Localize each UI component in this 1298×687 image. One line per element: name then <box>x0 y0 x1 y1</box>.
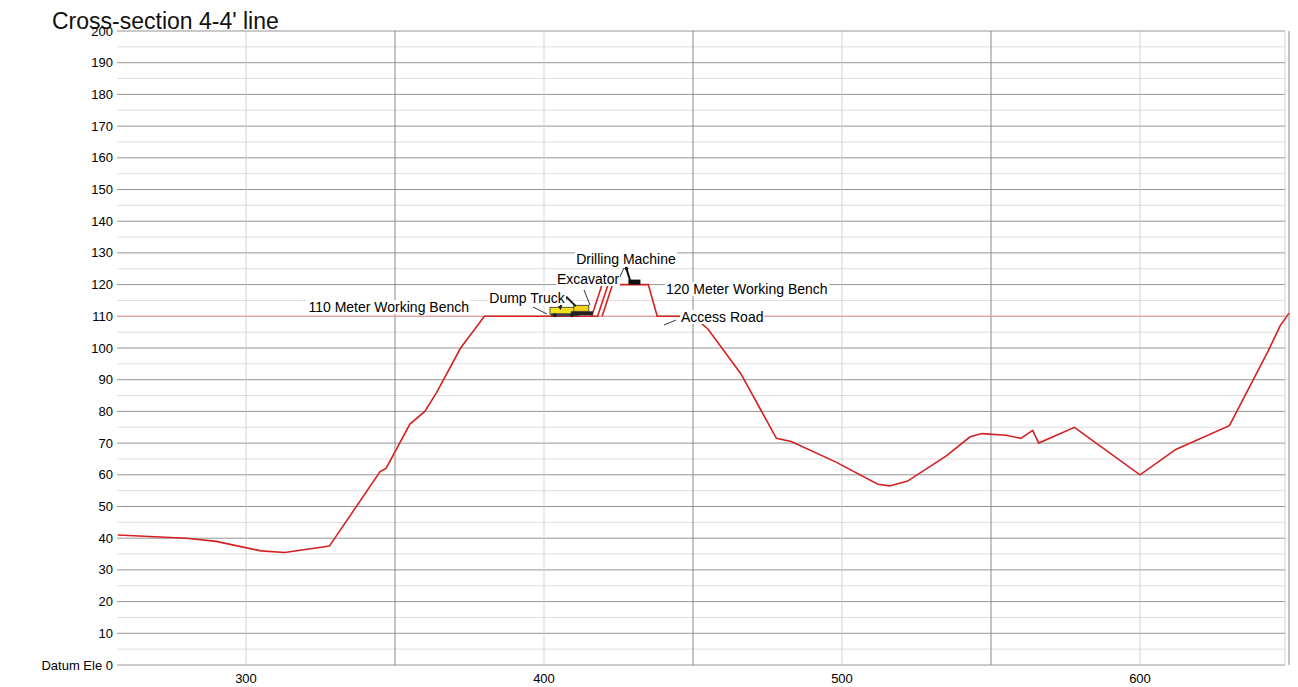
axis-tick-label: 600 <box>1129 672 1151 685</box>
axis-tick-label: 140 <box>91 215 113 228</box>
grid-line <box>117 363 1285 364</box>
grid-line <box>117 522 1285 523</box>
excavator <box>571 311 593 315</box>
grid-line <box>117 538 1285 539</box>
leader-line <box>584 290 590 305</box>
axis-tick-label: 190 <box>91 56 113 69</box>
grid-line <box>246 31 247 665</box>
drilling-mast <box>625 267 629 271</box>
dump-truck <box>553 313 557 317</box>
grid-line <box>117 31 1285 32</box>
grid-line <box>117 395 1285 396</box>
callout-label: Excavator <box>556 272 620 286</box>
callout-label: 120 Meter Working Bench <box>665 282 829 296</box>
grid-line <box>117 300 1285 301</box>
axis-tick-label: 500 <box>831 672 853 685</box>
axis-tick-label: 160 <box>91 151 113 164</box>
grid-line <box>117 268 1285 269</box>
grid-line <box>117 78 1285 79</box>
grid-line <box>117 221 1285 222</box>
grid-line <box>117 126 1285 127</box>
grid-line <box>395 31 396 665</box>
axis-tick-label: 30 <box>99 563 113 576</box>
grid-line <box>117 348 1285 349</box>
grid-line <box>117 443 1285 444</box>
grid-line <box>117 141 1285 142</box>
grid-line <box>693 31 694 665</box>
grid-line <box>1289 31 1290 665</box>
grid-line <box>117 601 1285 602</box>
grid-line <box>117 94 1285 95</box>
axis-tick-label: 130 <box>91 246 113 259</box>
grid-line <box>117 665 1285 666</box>
axis-tick-label: 50 <box>99 500 113 513</box>
grid-line <box>117 633 1285 634</box>
axis-tick-label: 180 <box>91 88 113 101</box>
grid-line <box>117 617 1285 618</box>
grid-line <box>117 252 1285 253</box>
grid-line <box>117 237 1285 238</box>
axis-tick-label: 150 <box>91 183 113 196</box>
axis-tick-label: 10 <box>99 627 113 640</box>
grid-line <box>117 474 1285 475</box>
grid-line <box>842 31 843 665</box>
grid-line <box>117 332 1285 333</box>
grid-line <box>117 173 1285 174</box>
axis-tick-label: 300 <box>235 672 257 685</box>
drilling-mast <box>626 269 630 282</box>
callout-label: 110 Meter Working Bench <box>307 300 470 314</box>
grid-line <box>117 157 1285 158</box>
axis-tick-label: 170 <box>91 120 113 133</box>
grid-line <box>544 31 545 665</box>
grid-line <box>117 110 1285 111</box>
grid-line <box>117 649 1285 650</box>
grid-line <box>117 62 1285 63</box>
axis-tick-label: 20 <box>99 595 113 608</box>
axis-tick-label: 100 <box>91 342 113 355</box>
bench-face <box>602 285 612 317</box>
grid-line <box>117 490 1285 491</box>
grid-line <box>1140 31 1141 665</box>
grid-line <box>117 205 1285 206</box>
leader-line <box>533 307 547 314</box>
axis-tick-label: 110 <box>92 310 113 323</box>
grid-line <box>117 411 1285 412</box>
grid-line <box>117 189 1285 190</box>
axis-tick-label: 60 <box>99 468 113 481</box>
grid-line <box>1285 31 1286 665</box>
axis-tick-label: 400 <box>533 672 555 685</box>
axis-tick-label: Datum Ele 0 <box>41 659 113 672</box>
axis-tick-label: 80 <box>99 405 113 418</box>
grid-line <box>117 46 1285 47</box>
bench-face <box>592 285 602 317</box>
terrain-profile <box>118 285 1289 553</box>
axis-tick-label: 70 <box>99 437 113 450</box>
grid-line <box>117 379 1285 380</box>
leader-line <box>664 320 676 325</box>
axis-tick-label: 120 <box>91 278 113 291</box>
axis-tick-label: 90 <box>99 373 113 386</box>
axis-tick-label: 200 <box>91 25 113 38</box>
callout-label: Drilling Machine <box>575 252 677 266</box>
chart-title: Cross-section 4-4' line <box>52 8 279 35</box>
excavator-bucket <box>558 306 562 310</box>
axis-tick-label: 40 <box>99 532 113 545</box>
grid-line <box>117 569 1285 570</box>
grid-line <box>117 554 1285 555</box>
grid-line <box>117 506 1285 507</box>
callout-label: Access Road <box>680 310 764 324</box>
grid-line <box>991 31 992 665</box>
excavator <box>574 305 589 311</box>
grid-line <box>117 585 1285 586</box>
grid-line <box>117 427 1285 428</box>
callout-label: Dump Truck <box>488 291 565 305</box>
grid-line <box>117 458 1285 459</box>
